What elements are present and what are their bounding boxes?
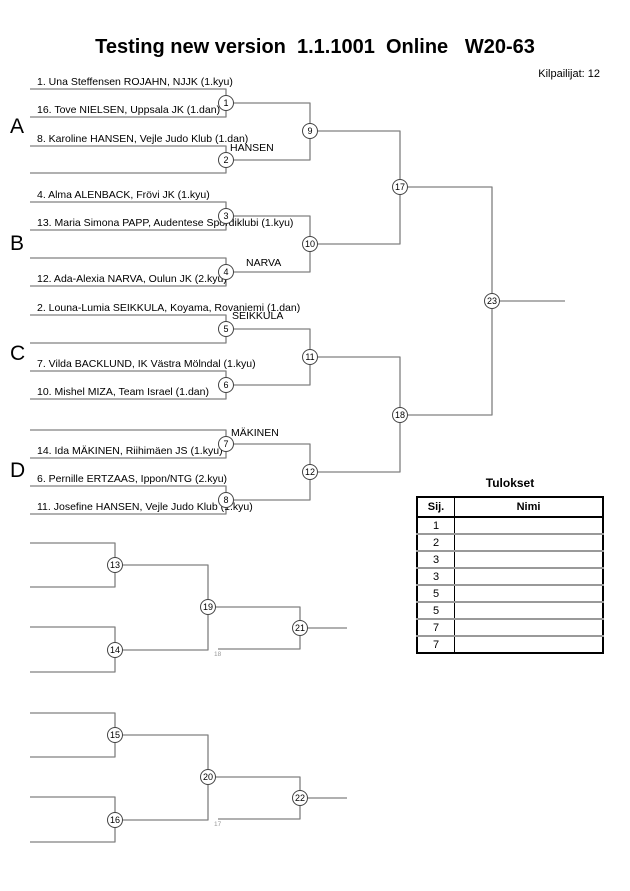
match-circle-17: 17: [392, 179, 408, 195]
competitor-name: 10. Mishel MIZA, Team Israel (1.dan): [37, 386, 209, 398]
match-circle-4: 4: [218, 264, 234, 280]
results-row: 7: [417, 635, 603, 653]
bracket-line: [30, 145, 227, 174]
bracket-line: [115, 734, 209, 821]
match-circle-11: 11: [302, 349, 318, 365]
result-position: 2: [417, 533, 455, 551]
results-col-name: Nimi: [454, 497, 603, 518]
result-name: [454, 618, 603, 636]
result-name: [454, 601, 603, 619]
pool-label-c: C: [10, 342, 26, 365]
result-position: 3: [417, 550, 455, 568]
bracket-line: [226, 443, 311, 501]
result-position: 7: [417, 618, 455, 636]
results-row: 5: [417, 601, 603, 619]
bracket-line: [208, 606, 301, 650]
repechage-feeder-label: 17: [214, 821, 222, 828]
bracket-line: [30, 796, 116, 843]
match-circle-16: 16: [107, 812, 123, 828]
competitor-name: 16. Tove NIELSEN, Uppsala JK (1.dan): [37, 104, 221, 116]
result-position: 5: [417, 584, 455, 602]
result-name: [455, 517, 604, 534]
competitor-name: 2. Louna-Lumia SEIKKULA, Koyama, Rovanie…: [37, 302, 301, 314]
match-circle-9: 9: [302, 123, 318, 139]
match-circle-20: 20: [200, 769, 216, 785]
bracket-line: [30, 712, 116, 758]
bracket-line: [30, 542, 116, 588]
competitor-name: 6. Pernille ERTZAAS, Ippon/NTG (2.kyu): [37, 473, 228, 485]
match-circle-21: 21: [292, 620, 308, 636]
match-circle-10: 10: [302, 236, 318, 252]
match-circle-14: 14: [107, 642, 123, 658]
match-circle-12: 12: [302, 464, 318, 480]
result-name: [454, 550, 603, 568]
result-position: 3: [417, 567, 455, 585]
bracket-line: [115, 564, 209, 651]
results-row: 7: [417, 618, 603, 636]
match-circle-2: 2: [218, 152, 234, 168]
page-title: Testing new version 1.1.1001 Online W20-…: [95, 36, 535, 58]
competitor-name: 8. Karoline HANSEN, Vejle Judo Klub (1.d…: [37, 133, 249, 145]
match-winner-label: MÄKINEN: [231, 427, 279, 439]
bracket-line: [226, 328, 311, 386]
results-row: 2: [417, 533, 603, 551]
result-name: [454, 567, 603, 585]
result-position: 1: [417, 517, 455, 534]
pool-label-b: B: [10, 232, 25, 255]
results-header-row: Sij. Nimi: [417, 497, 603, 518]
result-name: [454, 584, 603, 602]
competitor-name: 14. Ida MÄKINEN, Riihimäen JS (1.kyu): [37, 445, 223, 457]
competitor-name: 13. Maria Simona PAPP, Audentese Spordik…: [37, 217, 294, 229]
bracket-line: [30, 626, 116, 673]
results-row: 1: [417, 517, 603, 534]
results-row: 5: [417, 584, 603, 602]
results-row: 3: [417, 567, 603, 585]
results-table-title: Tulokset: [485, 476, 535, 490]
match-circle-13: 13: [107, 557, 123, 573]
competitor-name: 7. Vilda BACKLUND, IK Västra Mölndal (1.…: [37, 358, 256, 370]
bracket-line: [208, 776, 301, 820]
match-winner-label: SEIKKULA: [232, 310, 284, 322]
match-circle-22: 22: [292, 790, 308, 806]
match-circle-18: 18: [392, 407, 408, 423]
pool-label-d: D: [10, 459, 26, 482]
match-winner-label: NARVA: [246, 257, 282, 269]
competitor-count: Kilpailijat: 12: [538, 68, 600, 80]
bracket-line: [310, 130, 401, 245]
result-position: 5: [417, 601, 455, 619]
match-circle-6: 6: [218, 377, 234, 393]
repechage-feeder-label: 18: [214, 651, 222, 658]
match-circle-5: 5: [218, 321, 234, 337]
match-circle-15: 15: [107, 727, 123, 743]
results-row: 3: [417, 550, 603, 568]
match-winner-label: HANSEN: [230, 142, 274, 154]
results-table: Sij. Nimi 1 2 3 3 5 5 7: [416, 496, 604, 654]
competitor-name: 1. Una Steffensen ROJAHN, NJJK (1.kyu): [37, 76, 233, 88]
match-circle-19: 19: [200, 599, 216, 615]
competitor-name: 12. Ada-Alexia NARVA, Oulun JK (2.kyu): [37, 273, 227, 285]
bracket-line: [30, 314, 227, 344]
result-name: [454, 635, 603, 653]
match-circle-8: 8: [218, 492, 234, 508]
result-name: [454, 533, 603, 551]
bracket-line: [310, 356, 401, 473]
results-col-position: Sij.: [417, 497, 455, 518]
match-circle-3: 3: [218, 208, 234, 224]
match-circle-7: 7: [218, 436, 234, 452]
result-position: 7: [417, 635, 455, 653]
match-circle-1: 1: [218, 95, 234, 111]
bracket-line: [400, 186, 493, 416]
match-circle-23: 23: [484, 293, 500, 309]
competitor-name: 4. Alma ALENBACK, Frövi JK (1.kyu): [37, 189, 210, 201]
pool-label-a: A: [10, 115, 25, 138]
